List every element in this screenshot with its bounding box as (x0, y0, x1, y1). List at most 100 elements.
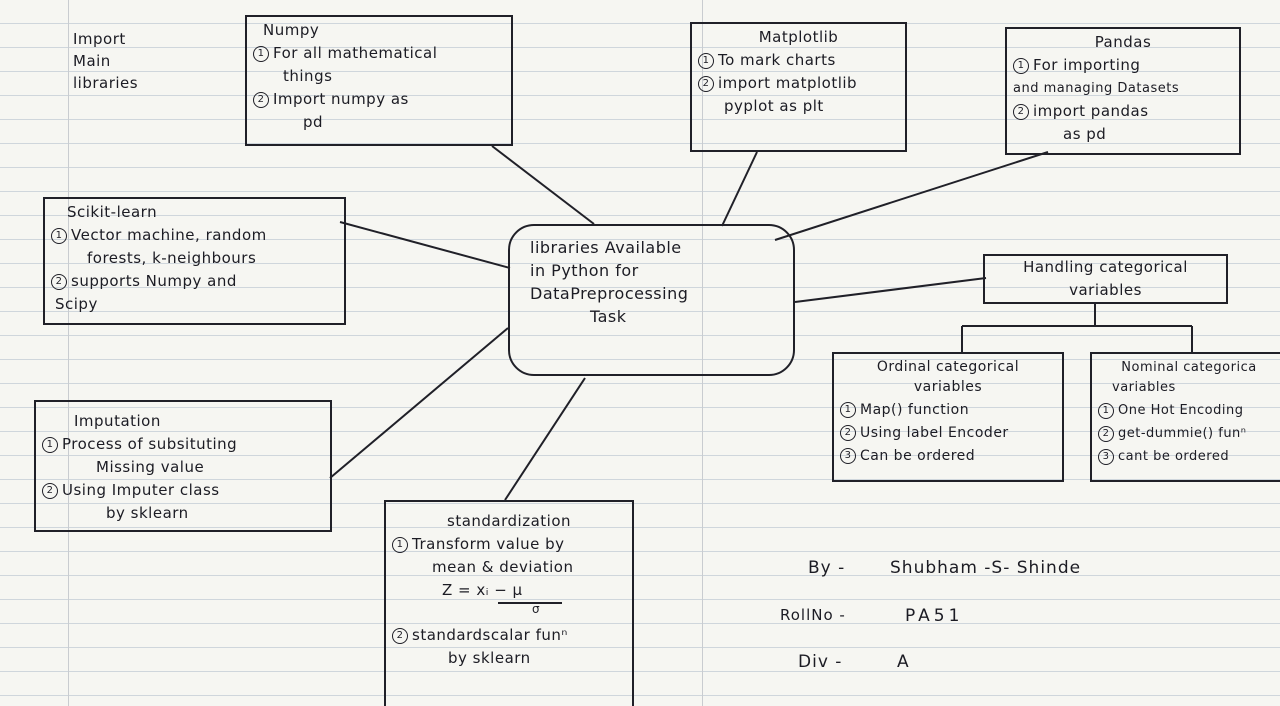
by-value: Shubham -S- Shinde (890, 558, 1082, 578)
standardization-title: standardization (447, 512, 571, 530)
categorical-line: Handling categorical (1023, 258, 1188, 276)
number-circle-icon: 2 (1013, 103, 1029, 120)
sklearn-title: Scikit-learn (67, 203, 158, 221)
link-imputation (329, 327, 509, 479)
nominal-title: variables (1112, 380, 1176, 395)
by-label: By - (808, 558, 846, 578)
number-circle-icon: 2 (392, 627, 408, 644)
header-line: Import (73, 30, 126, 48)
roll-value: PA51 (905, 606, 964, 626)
sklearn-item-cont: forests, k-neighbours (87, 249, 257, 267)
standardization-item-cont: mean & deviation (432, 558, 574, 576)
link-matplotlib (721, 151, 758, 227)
div-label: Div - (798, 652, 843, 672)
nominal-item-text: cant be ordered (1118, 449, 1230, 464)
ordinal-item-text: Map() function (860, 402, 970, 418)
center-line: Task (590, 307, 627, 326)
header-line: libraries (73, 74, 139, 92)
imputation-item-text: Using Imputer class (62, 481, 220, 499)
ordinal-item-text: Can be ordered (860, 448, 976, 464)
numpy-item-text: For all mathematical (273, 44, 438, 62)
number-circle-icon: 2 (840, 425, 856, 441)
link-standardization (504, 377, 586, 501)
matplotlib-item-text: import matplotlib (718, 74, 858, 92)
number-circle-icon: 2 (51, 273, 67, 290)
ordinal-item-text: Using label Encoder (860, 425, 1009, 441)
center-line: in Python for (530, 261, 639, 280)
number-circle-icon: 1 (42, 436, 58, 453)
link-pandas (774, 151, 1049, 241)
ordinal-title: Ordinal categorical (876, 359, 1020, 375)
center-topic-box: libraries Available in Python for DataPr… (508, 224, 795, 376)
center-line: libraries Available (530, 238, 682, 257)
numpy-item-text: Import numpy as (273, 90, 409, 108)
categorical-line: variables (1069, 281, 1142, 299)
standardization-item-text: standardscalar funⁿ (412, 626, 568, 644)
number-circle-icon: 1 (392, 536, 408, 553)
number-circle-icon: 2 (698, 75, 714, 92)
number-circle-icon: 1 (253, 45, 269, 62)
sklearn-item-text: Vector machine, random (71, 226, 267, 244)
margin-line-left (68, 0, 69, 706)
header-label: Import Main libraries (73, 28, 138, 94)
nominal-item-text: get-dummie() funⁿ (1118, 426, 1247, 441)
sklearn-item-text: supports Numpy and (71, 272, 237, 290)
nominal-item: 3 cant be ordered (1098, 445, 1280, 468)
sklearn-item-cont: Scipy (55, 295, 98, 313)
number-circle-icon: 1 (698, 52, 714, 69)
link-sklearn (339, 221, 511, 269)
imputation-item-cont: Missing value (96, 458, 205, 476)
numpy-item-cont: things (283, 67, 333, 85)
number-circle-icon: 2 (253, 91, 269, 108)
matplotlib-item-cont: pyplot as plt (724, 97, 824, 115)
pandas-item-cont: as pd (1063, 125, 1107, 143)
roll-label: RollNo - (780, 606, 846, 624)
pandas-title: Pandas (1094, 33, 1152, 51)
number-circle-icon: 2 (1098, 425, 1114, 442)
categorical-box: Handling categorical variables (983, 254, 1228, 304)
margin-line-right (702, 0, 703, 706)
center-line: DataPreprocessing (530, 284, 689, 303)
number-circle-icon: 1 (1098, 402, 1114, 419)
header-line: Main (73, 52, 111, 70)
standardization-item-text: Transform value by (412, 535, 565, 553)
div-value: A (897, 652, 910, 672)
pandas-item-text: import pandas (1033, 102, 1149, 120)
number-circle-icon: 1 (51, 227, 67, 244)
imputation-title: Imputation (74, 412, 161, 430)
link-categorical (794, 277, 987, 303)
formula-numerator: Z = xᵢ − μ (442, 581, 523, 599)
imputation-item-cont: by sklearn (106, 504, 189, 522)
matplotlib-title: Matplotlib (758, 28, 839, 46)
link-numpy (491, 145, 595, 225)
ordinal-title: variables (913, 379, 983, 395)
formula-denominator: σ (532, 602, 541, 616)
matplotlib-item-text: To mark charts (718, 51, 836, 69)
number-circle-icon: 3 (1098, 448, 1114, 465)
imputation-item-text: Process of subsituting (62, 435, 238, 453)
nominal-item: 1 One Hot Encoding (1098, 399, 1280, 422)
pandas-item-text: For importing (1033, 56, 1141, 74)
numpy-title: Numpy (263, 21, 320, 39)
nominal-item: 2 get-dummie() funⁿ (1098, 422, 1280, 445)
nominal-item-text: One Hot Encoding (1118, 403, 1244, 418)
